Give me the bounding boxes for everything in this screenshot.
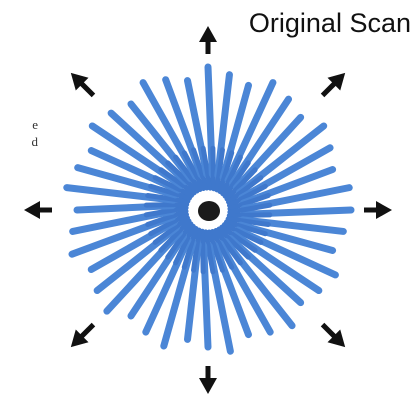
arrow-down-left-icon [64, 318, 99, 353]
page-title: Original Scan [249, 8, 411, 39]
arrow-down-right-icon [316, 318, 351, 353]
inner-ray [229, 215, 270, 216]
arrow-up-left-icon [64, 66, 99, 101]
arrow-up-icon [199, 26, 217, 54]
center-dot-icon [198, 201, 220, 221]
center-group [190, 192, 226, 228]
side-text-line-1: e [0, 116, 38, 133]
side-text-line-2: d [0, 133, 38, 150]
arrow-up-right-icon [316, 66, 351, 101]
arrow-left-icon [24, 201, 52, 219]
cropped-side-text: e d [0, 116, 38, 150]
inner-ray [202, 231, 203, 272]
inner-ray [213, 148, 214, 189]
arrow-right-icon [364, 201, 392, 219]
arrow-down-icon [199, 366, 217, 394]
inner-ray [146, 204, 187, 205]
